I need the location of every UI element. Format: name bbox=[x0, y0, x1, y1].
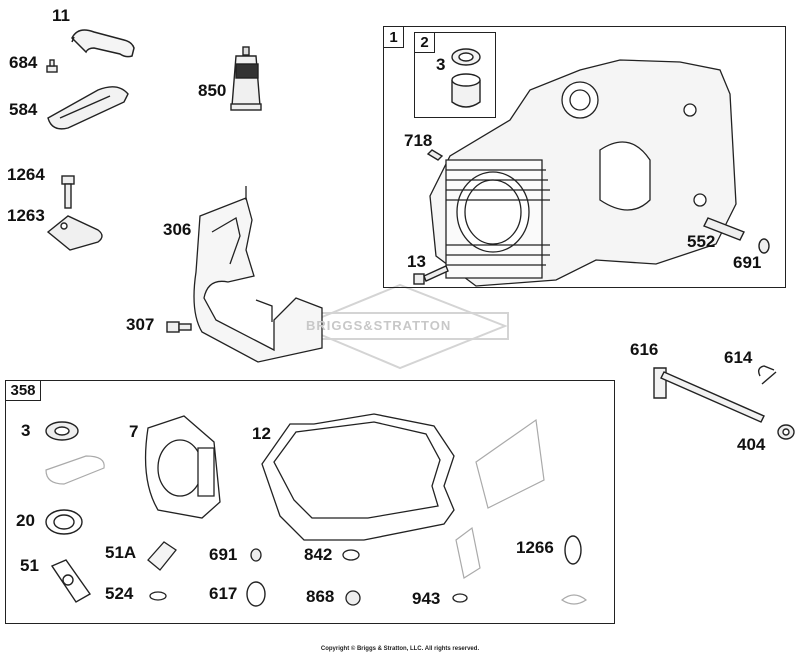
callout-51: 51 bbox=[20, 556, 39, 575]
callout-718: 718 bbox=[404, 131, 433, 150]
callout-13: 13 bbox=[407, 252, 426, 271]
cotter-pin-614-part bbox=[757, 365, 777, 385]
cylinder-group-label-box: 1 bbox=[383, 26, 404, 48]
callout-691: 691 bbox=[209, 545, 238, 564]
gasket-set-group-label: 358 bbox=[10, 382, 36, 399]
callout-842: 842 bbox=[304, 545, 333, 564]
callout-11: 11 bbox=[52, 6, 70, 25]
screw-307-part bbox=[166, 321, 192, 333]
callout-868: 868 bbox=[306, 587, 335, 606]
callout-20: 20 bbox=[16, 511, 35, 530]
cylinder-subgroup-label: 2 bbox=[420, 34, 429, 51]
cylinder-group-frame bbox=[383, 26, 786, 288]
copyright-notice: Copyright © Briggs & Stratton, LLC. All … bbox=[320, 646, 480, 652]
crankcase-gasket-12-part bbox=[261, 413, 455, 541]
callout-684: 684 bbox=[9, 53, 38, 72]
callout-404: 404 bbox=[737, 435, 766, 454]
washer-691-part bbox=[250, 548, 262, 562]
plate-1263-part bbox=[46, 215, 103, 251]
o-ring-943-part bbox=[452, 593, 468, 603]
washer-691-top-part bbox=[758, 238, 770, 254]
callout-306: 306 bbox=[163, 220, 192, 239]
callout-1266: 1266 bbox=[516, 538, 554, 557]
head-gasket-7-part bbox=[144, 415, 221, 519]
callout-943: 943 bbox=[412, 589, 441, 608]
callout-614: 614 bbox=[724, 348, 753, 367]
o-ring-1266-part bbox=[564, 535, 582, 565]
callout-12: 12 bbox=[252, 424, 271, 443]
gasket-51a-part bbox=[147, 541, 177, 571]
callout-1264: 1264 bbox=[7, 165, 45, 184]
oil-seal-and-sleeve-part bbox=[451, 48, 481, 108]
breather-cover-part bbox=[47, 86, 129, 130]
gasket-outline-right-part bbox=[455, 418, 588, 605]
o-ring-617-part bbox=[246, 581, 266, 607]
cylinder-block-part bbox=[429, 59, 737, 287]
callout-307: 307 bbox=[126, 315, 155, 334]
callout-7: 7 bbox=[129, 422, 139, 441]
o-ring-842-part bbox=[342, 549, 360, 561]
breather-tube-part bbox=[71, 29, 135, 58]
cylinder-subgroup-label-box: 2 bbox=[414, 32, 435, 53]
pin-552-part bbox=[703, 217, 745, 241]
callout-51a: 51A bbox=[105, 543, 137, 562]
callout-850: 850 bbox=[198, 81, 227, 100]
washer-404-part bbox=[777, 424, 795, 440]
callout-584: 584 bbox=[9, 100, 38, 119]
bolt-13-part bbox=[413, 265, 449, 285]
cylinder-subgroup-frame bbox=[414, 32, 496, 118]
oil-seal-3-part bbox=[45, 421, 79, 441]
callout-617: 617 bbox=[209, 584, 238, 603]
sealant-tube-part bbox=[230, 46, 262, 111]
brand-watermark-text: BRIGGS&STRATTON bbox=[306, 318, 452, 333]
callout-691-top: 691 bbox=[733, 253, 762, 272]
callout-524: 524 bbox=[105, 584, 134, 603]
dowel-pin-718-part bbox=[426, 149, 444, 161]
callout-552: 552 bbox=[687, 232, 716, 251]
governor-shaft-616-part bbox=[653, 367, 765, 423]
screw-684-part bbox=[46, 59, 58, 73]
gasket-set-group-label-box: 358 bbox=[5, 380, 41, 401]
callout-3-top: 3 bbox=[436, 55, 446, 74]
seal-20-part bbox=[45, 509, 83, 535]
seal-524-part bbox=[149, 591, 167, 601]
callout-3: 3 bbox=[21, 421, 31, 440]
bolt-1264-part bbox=[61, 175, 75, 209]
callout-1263: 1263 bbox=[7, 206, 45, 225]
gasket-set-group-frame bbox=[5, 380, 615, 624]
cylinder-group-label: 1 bbox=[389, 28, 398, 46]
air-guide-306-part bbox=[193, 186, 323, 363]
seal-868-part bbox=[345, 590, 361, 606]
gasket-51-part bbox=[50, 559, 92, 603]
gasket-outline-left-part bbox=[45, 455, 105, 485]
callout-616: 616 bbox=[630, 340, 659, 359]
